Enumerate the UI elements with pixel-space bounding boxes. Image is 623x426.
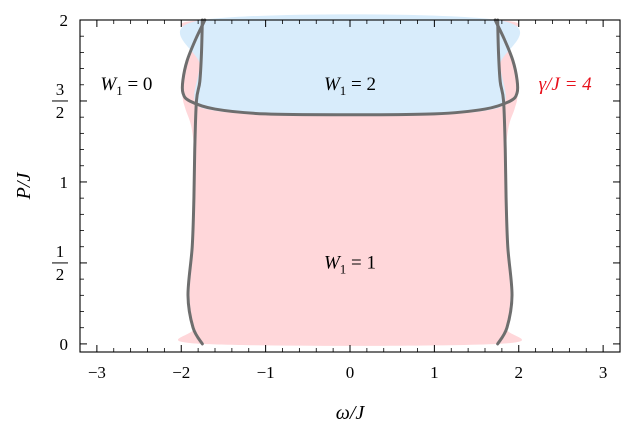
phase-boundary-curve-1 [186,18,204,346]
ticks-layer: −3 −2 −1 0 1 2 3 0 1 2 1 3 2 2 [52,11,621,382]
x-tick-label: 3 [599,363,608,382]
boundary-curves-layer [180,18,520,346]
x-tick-label: −3 [88,363,106,382]
y-axis-label: P/J [13,172,35,201]
x-axis-label: ω/J [336,402,366,424]
x-tick-label: 1 [430,363,439,382]
y-tick-label-denominator: 2 [56,265,65,284]
region-label-2: W1 = 2 [324,74,376,98]
y-tick-label: 2 [60,11,69,30]
phase-boundary-curve-3 [180,18,520,117]
x-tick-label: 0 [346,363,355,382]
labels-layer: ω/J P/J W1 = 1 W1 = 2 W1 = 0 γ/J = 4 [13,74,592,424]
regions-layer [177,14,523,346]
y-tick-label-numerator: 3 [56,80,65,99]
y-tick-label: 1 [60,173,69,192]
x-tick-label: −1 [257,363,275,382]
annotation-label-2: γ/J = 4 [539,74,593,95]
y-tick-label-denominator: 2 [56,103,65,122]
y-tick-label-numerator: 1 [56,242,65,261]
x-tick-label: −2 [172,363,190,382]
region-area-2 [179,14,521,115]
y-tick-label: 0 [60,335,69,354]
x-tick-label: 2 [515,363,524,382]
region-label-1: W1 = 1 [324,252,376,276]
phase-boundary-curve-2 [496,18,514,346]
annotation-label-1: W1 = 0 [100,74,152,98]
